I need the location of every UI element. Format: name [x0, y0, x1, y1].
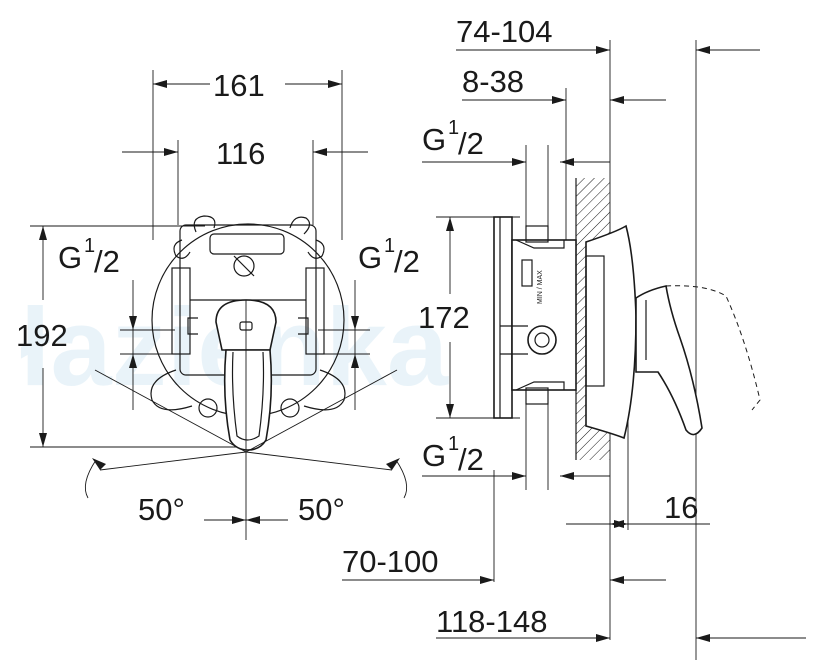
- dim-width-inner: 116: [216, 136, 265, 171]
- svg-text:/2: /2: [394, 244, 420, 279]
- dim-depth-range: 74-104: [456, 14, 553, 49]
- connection-label-bottom: G 1 /2: [422, 433, 484, 477]
- dim-height-side: 172: [418, 300, 470, 335]
- svg-text:1: 1: [448, 433, 459, 455]
- svg-text:/2: /2: [458, 442, 484, 477]
- svg-text:/2: /2: [94, 244, 120, 279]
- dim-body-range: 70-100: [342, 544, 439, 579]
- svg-text:G: G: [422, 122, 446, 157]
- svg-text:G: G: [58, 240, 82, 275]
- svg-text:1: 1: [384, 235, 395, 257]
- connection-label-left: G 1 /2: [58, 235, 120, 279]
- dim-width-outer: 161: [213, 68, 265, 103]
- dim-handle-offset: 16: [664, 490, 698, 525]
- front-view: 161 116 192 G 1 /2 G 1 /2: [16, 68, 420, 540]
- connection-label-right: G 1 /2: [358, 235, 420, 279]
- svg-text:G: G: [358, 240, 382, 275]
- svg-text:/2: /2: [458, 126, 484, 161]
- side-view: 74-104 8-38 G 1 /2 172: [342, 14, 806, 660]
- dim-wall-range: 8-38: [462, 64, 524, 99]
- angle-right: 50°: [298, 492, 345, 527]
- svg-text:1: 1: [84, 235, 95, 257]
- svg-text:G: G: [422, 438, 446, 473]
- angle-left: 50°: [138, 492, 185, 527]
- dim-height-front: 192: [16, 318, 68, 353]
- dim-total-range: 118-148: [436, 604, 547, 639]
- connection-label-top: G 1 /2: [422, 117, 484, 161]
- body-mark: MIN / MAX: [537, 270, 544, 304]
- svg-text:1: 1: [448, 117, 459, 139]
